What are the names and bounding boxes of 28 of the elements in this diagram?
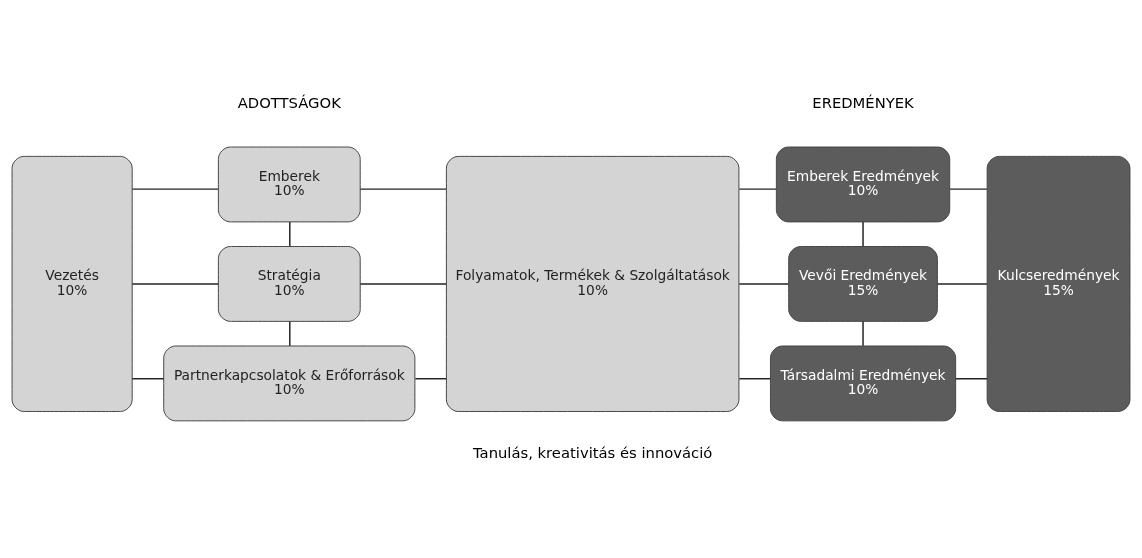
node-box: Partnerkapcsolatok & Erőforrások 10% <box>163 345 416 421</box>
connector <box>289 320 291 346</box>
connector <box>862 320 864 346</box>
label: EREDMÉNYEK <box>812 93 914 111</box>
connector <box>131 187 219 190</box>
connector <box>131 282 219 285</box>
node-box: Vezetés 10% <box>11 155 133 412</box>
connector <box>862 220 864 247</box>
connector <box>289 220 291 247</box>
connector <box>954 377 988 379</box>
node-box: Emberek Eredmények 10% <box>775 146 951 222</box>
connector <box>359 187 447 190</box>
connector <box>414 377 448 379</box>
connector <box>738 282 790 285</box>
node-box: Stratégia 10% <box>217 245 361 322</box>
connector <box>359 282 447 285</box>
node-box: Kulcseredmények 15% <box>986 155 1131 412</box>
node-box: Társadalmi Eredmények 10% <box>769 345 957 421</box>
node-box: Emberek 10% <box>217 146 361 222</box>
connector <box>131 377 165 379</box>
connector <box>738 187 777 190</box>
connector <box>936 282 988 285</box>
connector <box>949 187 988 190</box>
node-box: Folyamatok, Termékek & Szolgáltatások 10% <box>445 155 740 412</box>
node-box: Vevői Eredmények 15% <box>788 245 938 322</box>
connector <box>738 377 772 379</box>
label: ADOTTSÁGOK <box>237 93 341 111</box>
label: Tanulás, kreativitás és innováció <box>473 443 713 461</box>
